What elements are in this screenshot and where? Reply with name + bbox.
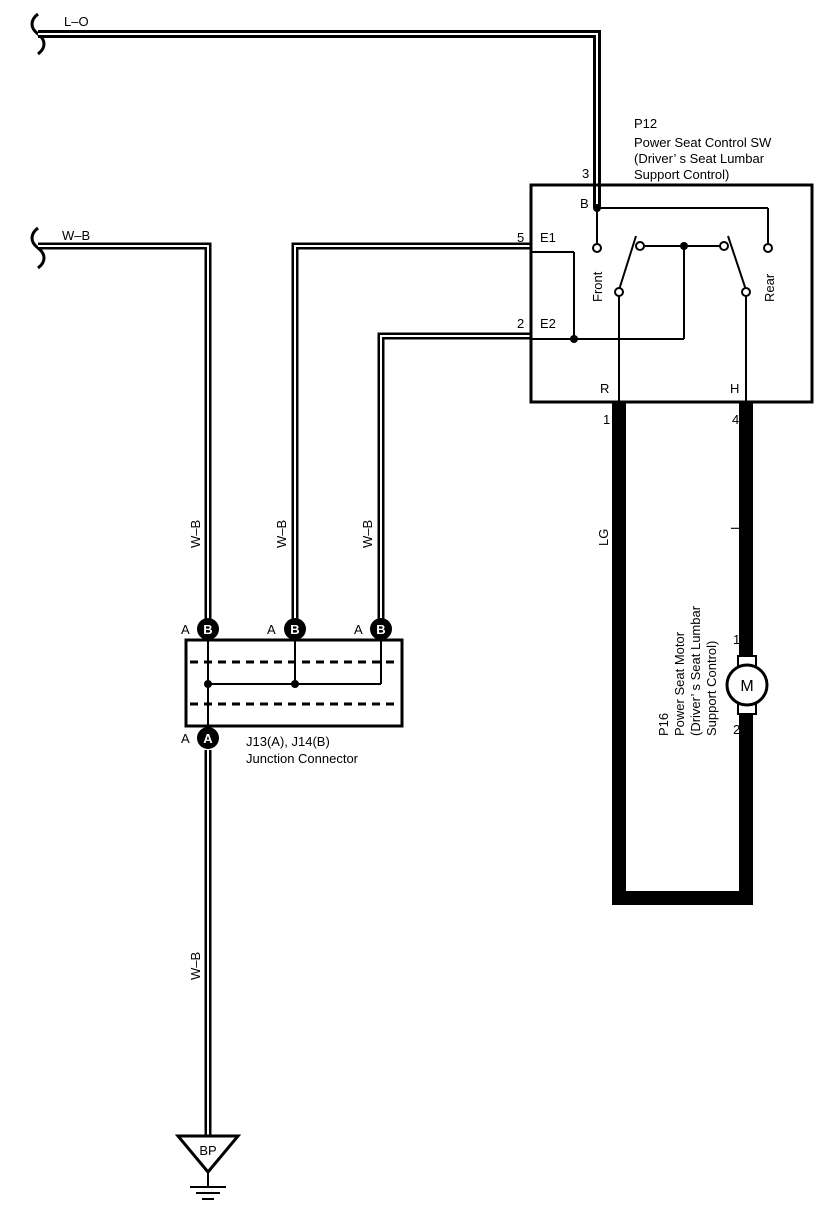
wire-w-b-label-3: W–B: [360, 520, 375, 548]
switch-pin-5: 5: [517, 230, 524, 245]
connector-name-1: J13(A), J14(B): [246, 734, 330, 749]
switch-p12: P12 Power Seat Control SW (Driver’ s Sea…: [517, 116, 814, 427]
switch-id: P12: [634, 116, 657, 131]
connector-side-a-4: A: [181, 731, 190, 746]
switch-junction-e: [570, 335, 578, 343]
wire-w-b-e1-line: [291, 242, 530, 626]
motor-desc-2: Support Control): [704, 641, 719, 736]
switch-term-e2: E2: [540, 316, 556, 331]
switch-pin-2: 2: [517, 316, 524, 331]
wire-w-b-label-2: W–B: [274, 520, 289, 548]
connector-terminal-a-letter: A: [203, 731, 213, 746]
switch-term-h: H: [730, 381, 739, 396]
motor-wire-l-label: L: [728, 523, 743, 530]
wire-w-b-in-line: [38, 242, 212, 626]
motor-circuit: LG L M 1 2 P16 Power Seat Motor (Driver’…: [596, 402, 769, 905]
switch-desc-1: (Driver’ s Seat Lumbar: [634, 151, 765, 166]
motor-wire-lg-label: LG: [596, 529, 611, 546]
switch-term-e1: E1: [540, 230, 556, 245]
switch-term-b: B: [580, 196, 589, 211]
connector-terminal-b3: [370, 618, 392, 640]
connector-terminal-a: [197, 727, 219, 749]
switch-rear-label: Rear: [762, 273, 777, 302]
ground-bp: BP: [174, 1134, 242, 1200]
connector-terminal-b1-letter: B: [203, 622, 212, 637]
connector-name-2: Junction Connector: [246, 751, 359, 766]
motor-pin-1: 1: [733, 632, 740, 647]
wire-w-b-in-core: [38, 245, 209, 626]
connector-side-a-1: A: [181, 622, 190, 637]
switch-front-label: Front: [590, 271, 605, 302]
switch-body: [529, 183, 814, 404]
wire-w-b-in-label: W–B: [62, 228, 90, 243]
connector-terminal-b2-letter: B: [290, 622, 299, 637]
junction-connector: B B B A A A A A J13(A), J14(B) Junction …: [181, 618, 404, 766]
connector-junction-1: [204, 680, 212, 688]
motor-icon: [725, 663, 769, 707]
wire-w-b-e2-core: [380, 335, 530, 626]
switch-blade-front: [618, 235, 637, 291]
connector-junction-2: [291, 680, 299, 688]
wire-w-b-e2: [377, 332, 530, 626]
motor-symbol: M: [740, 678, 753, 695]
ground-label: BP: [199, 1143, 216, 1158]
switch-blade-rear: [727, 235, 747, 291]
motor-name: Power Seat Motor: [672, 631, 687, 736]
wire-l-o-core: [38, 33, 598, 208]
motor-loop-wire: [612, 402, 753, 905]
connector-side-a-3: A: [354, 622, 363, 637]
switch-contact-common-right: [719, 241, 729, 251]
motor-desc-1: (Driver’ s Seat Lumbar: [688, 605, 703, 736]
motor-id: P16: [656, 713, 671, 736]
wire-l-o: L–O: [30, 12, 601, 208]
wire-l-o-label: L–O: [64, 14, 89, 29]
ground-triangle: [174, 1134, 242, 1175]
switch-contact-front: [592, 243, 602, 253]
switch-name: Power Seat Control SW: [634, 135, 772, 150]
switch-pin-3: 3: [582, 166, 589, 181]
motor-pin-2: 2: [733, 722, 740, 737]
wire-w-b-e1-core: [294, 245, 530, 626]
switch-contact-common-left: [635, 241, 645, 251]
wire-l-o-line: [38, 30, 601, 208]
wire-w-b-e1: [291, 242, 530, 626]
switch-pivot-front: [614, 287, 624, 297]
connector-terminal-b3-letter: B: [376, 622, 385, 637]
wire-w-b-ground: W–B: [188, 750, 212, 1136]
switch-pin-1: 1: [603, 412, 610, 427]
switch-pin-4: 4: [732, 412, 739, 427]
switch-junction-common: [680, 242, 688, 250]
wire-w-b-label-1: W–B: [188, 520, 203, 548]
connector-side-a-2: A: [267, 622, 276, 637]
wire-w-b-in: W–B: [30, 226, 212, 626]
switch-term-r: R: [600, 381, 609, 396]
wire-w-b-e2-line: [377, 332, 530, 626]
switch-pivot-rear: [741, 287, 751, 297]
connector-terminal-b2: [284, 618, 306, 640]
connector-terminal-b1: [197, 618, 219, 640]
wire-w-b-ground-label: W–B: [188, 952, 203, 980]
switch-contact-rear: [763, 243, 773, 253]
switch-desc-2: Support Control): [634, 167, 729, 182]
